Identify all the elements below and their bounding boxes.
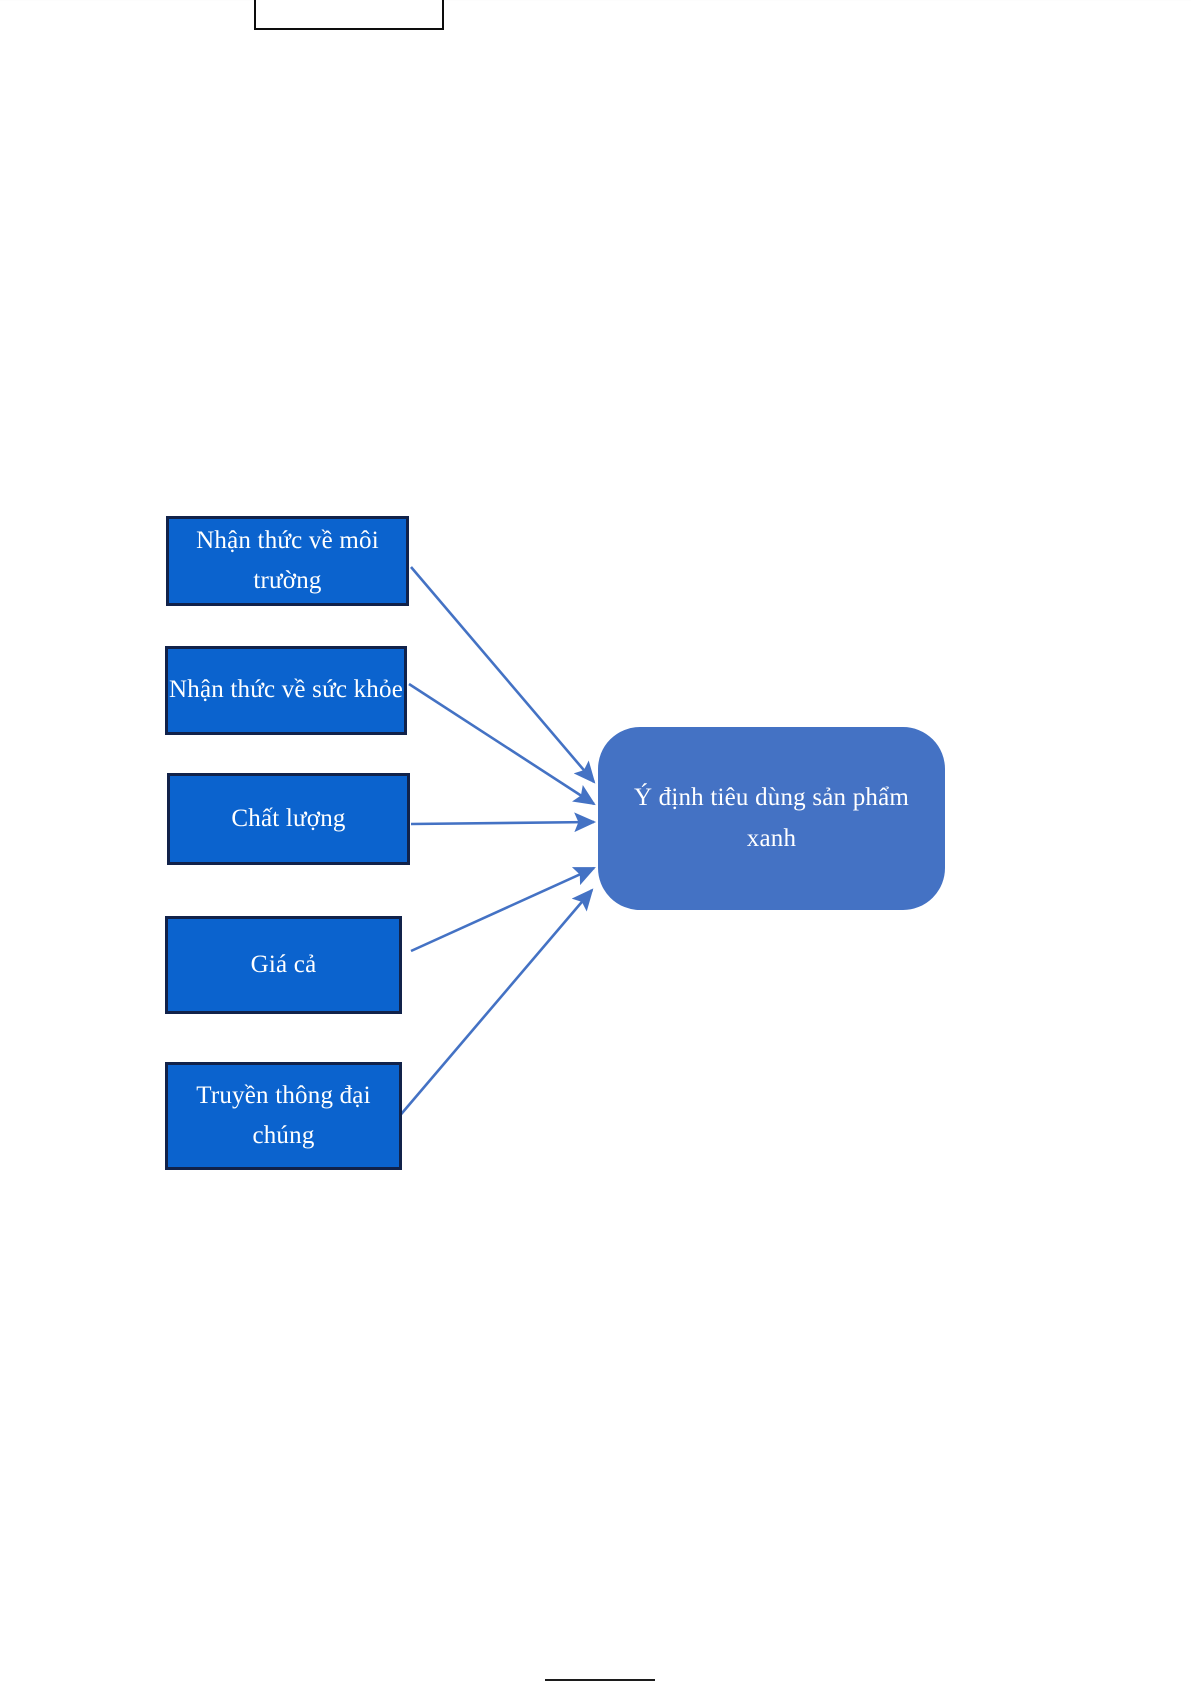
- page-bottom-rule: [545, 1679, 655, 1681]
- arrow-health-to-target: [408, 682, 596, 806]
- factor-label: Nhận thức về sức khỏe: [168, 676, 403, 704]
- factor-label: Giá cả: [250, 950, 317, 978]
- factor-label: Truyền thông đại chúng: [196, 1081, 371, 1150]
- factor-node-quality[interactable]: Chất lượng: [167, 773, 410, 865]
- empty-table-stub: [254, 0, 444, 30]
- factor-label: Nhận thức về môi trường: [196, 526, 379, 595]
- arrow-price-to-target: [410, 866, 596, 953]
- factor-node-health-awareness[interactable]: Nhận thức về sức khỏe: [165, 646, 407, 735]
- target-label: Ý định tiêu dùng sản phẩm xanh: [633, 784, 910, 852]
- page-top-edge: [0, 0, 1191, 1]
- factor-node-mass-media[interactable]: Truyền thông đại chúng: [165, 1062, 402, 1170]
- arrow-env-to-target: [410, 566, 596, 784]
- factor-node-price[interactable]: Giá cả: [165, 916, 402, 1014]
- factor-label: Chất lượng: [231, 804, 346, 832]
- arrow-quality-to-target: [410, 812, 597, 833]
- target-node-green-purchase-intention[interactable]: Ý định tiêu dùng sản phẩm xanh: [598, 727, 945, 910]
- factor-node-environment-awareness[interactable]: Nhận thức về môi trường: [166, 516, 409, 606]
- arrow-media-to-target: [396, 888, 594, 1120]
